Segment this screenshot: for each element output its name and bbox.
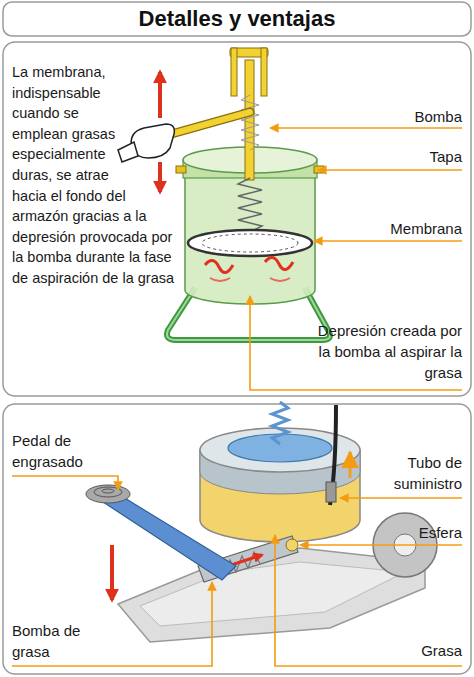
part-label: Depresión creada por la bomba al aspirar… bbox=[312, 320, 462, 383]
description-note: La membrana, indispensable cuando se emp… bbox=[12, 62, 177, 289]
part-label: Membrana bbox=[342, 218, 462, 239]
wrap-spacer bbox=[119, 62, 177, 166]
title-frame bbox=[3, 2, 471, 36]
label-text: La membrana, indispensable cuando se emp… bbox=[12, 64, 174, 286]
panel-frame bbox=[3, 42, 471, 396]
diagram-title: Detalles y ventajas bbox=[3, 2, 471, 36]
label-text: Tapa bbox=[429, 148, 462, 165]
label-text: Pedal de engrasado bbox=[12, 432, 83, 470]
part-label: Grasa bbox=[352, 640, 462, 661]
part-label: Tapa bbox=[342, 146, 462, 167]
part-label: Pedal de engrasado bbox=[12, 430, 112, 472]
leader-lines bbox=[12, 476, 462, 666]
label-text: Esfera bbox=[419, 524, 462, 541]
label-text: Bomba bbox=[414, 108, 462, 125]
panel-frame bbox=[3, 404, 471, 674]
label-text: Bomba de grasa bbox=[12, 622, 80, 660]
part-label: Bomba bbox=[342, 106, 462, 127]
label-text: Membrana bbox=[390, 220, 462, 237]
leader-lines bbox=[250, 128, 462, 390]
part-label: Bomba de grasa bbox=[12, 620, 102, 662]
label-text: Depresión creada por la bomba al aspirar… bbox=[318, 322, 462, 381]
part-label: Tubo de suministro bbox=[352, 452, 462, 494]
pedal-pump bbox=[86, 402, 437, 642]
label-text: Grasa bbox=[421, 642, 462, 659]
part-label: Esfera bbox=[352, 522, 462, 543]
label-text: Tubo de suministro bbox=[394, 454, 462, 492]
bucket-pump bbox=[118, 48, 330, 340]
